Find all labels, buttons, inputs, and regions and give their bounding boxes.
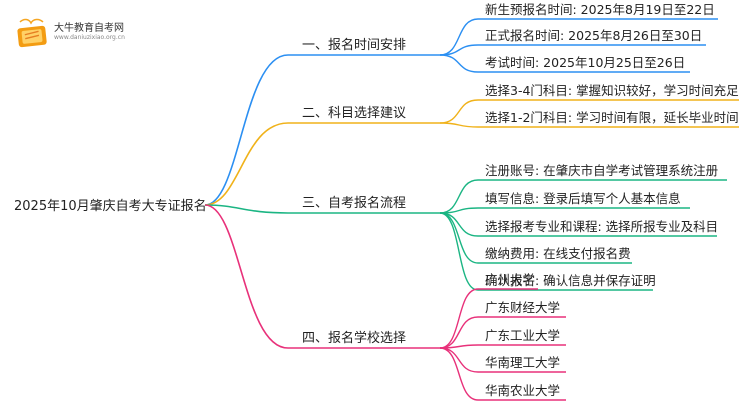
logo-url: www.daniuzixiao.org.cn (54, 34, 125, 41)
branch-4-leaf-2-label: 广东财经大学 (485, 300, 560, 315)
branch-4-leaf-5-connector (439, 347, 479, 401)
branch-2-leaf-1-label: 选择3-4门科目: 掌握知识较好，学习时间充足 (485, 83, 739, 98)
branch-1-leaf-1-label: 新生预报名时间: 2025年8月19日至22日 (485, 2, 715, 17)
root-to-branch-2-connector (204, 122, 289, 206)
branch-4-leaf-5-label: 华南农业大学 (485, 383, 560, 398)
branch-3-leaf-1-connector (439, 179, 479, 214)
branch-1-leaf-3-label: 考试时间: 2025年10月25日至26日 (485, 55, 685, 70)
branch-3-leaf-2-connector (439, 207, 479, 214)
logo-site-name: 大牛教育自考网 (54, 23, 124, 34)
branch-1-leaf-3-connector (439, 54, 479, 73)
branch-4-leaf-1-connector (439, 288, 479, 349)
root-to-branch-3-connector (204, 204, 289, 214)
site-logo: 大牛教育自考网 www.daniuzixiao.org.cn (14, 16, 164, 50)
branch-4-leaf-2-connector (439, 316, 479, 349)
root-to-branch-4-connector (204, 204, 289, 349)
branch-3-leaf-2-label: 填写信息: 登录后填写个人基本信息 (485, 191, 681, 206)
mindmap-nodes: 2025年10月肇庆自考大专证报名 一、报名时间安排 新生预报名时间: 2025年… (14, 2, 739, 398)
branch-1-label: 一、报名时间安排 (302, 37, 406, 53)
branch-2-leaf-1-connector (439, 99, 479, 124)
branch-3-leaf-3-label: 选择报考专业和课程: 选择所报专业及科目 (485, 219, 718, 234)
root-to-branch-1-connector (204, 54, 289, 206)
branch-4-label: 四、报名学校选择 (302, 330, 406, 346)
branch-3-leaf-3-connector (439, 212, 479, 237)
branch-3-leaf-5-label: 确认报名: 确认信息并保存证明 (485, 273, 656, 288)
branch-1-leaf-1-connector (439, 18, 479, 56)
branch-4-leaf-3-label: 广东工业大学 (485, 328, 560, 343)
branch-3-leaf-1-label: 注册账号: 在肇庆市自学考试管理系统注册 (485, 163, 718, 178)
branch-3-leaf-4-label: 缴纳费用: 在线支付报名费 (485, 246, 631, 261)
branch-3-leaf-4-connector (439, 212, 479, 264)
mindmap-root-title: 2025年10月肇庆自考大专证报名 (14, 198, 207, 214)
branch-4-leaf-1-label: 广州大学 (485, 272, 535, 287)
branch-2-leaf-2-connector (439, 122, 479, 128)
book-logo-icon (17, 18, 47, 48)
branch-2-label: 二、科目选择建议 (302, 106, 406, 121)
branch-3-leaf-5-connector (439, 212, 479, 291)
branch-1-leaf-2-label: 正式报名时间: 2025年8月26日至30日 (485, 28, 702, 43)
mindmap-connectors (204, 18, 739, 401)
branch-3-label: 三、自考报名流程 (302, 195, 406, 211)
branch-4-leaf-4-label: 华南理工大学 (485, 355, 560, 370)
branch-2-leaf-2-label: 选择1-2门科目: 学习时间有限，延长毕业时间 (485, 110, 739, 125)
branch-4-leaf-4-connector (439, 347, 479, 373)
